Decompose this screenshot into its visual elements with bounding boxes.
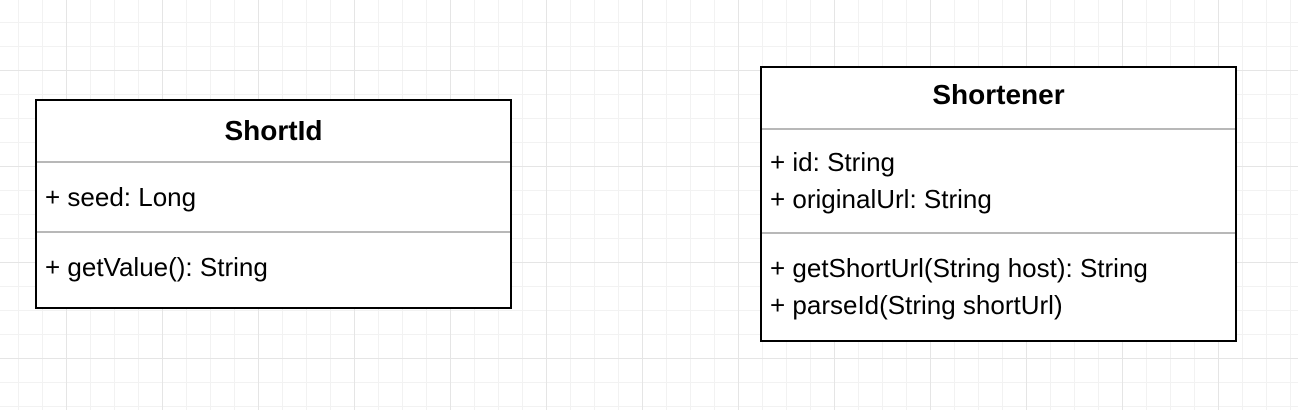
attribute-id: + id: String bbox=[770, 147, 896, 177]
method-get-value: + getValue(): String bbox=[45, 252, 268, 282]
attribute-original-url: + originalUrl: String bbox=[770, 184, 992, 214]
class-name-shortener: Shortener bbox=[762, 68, 1235, 130]
class-name-shortid: ShortId bbox=[37, 101, 510, 163]
class-box-shortid[interactable]: ShortId + seed: Long + getValue(): Strin… bbox=[35, 99, 512, 309]
method-parse-id: + parseId(String shortUrl) bbox=[770, 290, 1063, 320]
class-box-shortener[interactable]: Shortener + id: String + originalUrl: St… bbox=[760, 66, 1237, 342]
methods-section-shortener: + getShortUrl(String host): String + par… bbox=[762, 234, 1235, 324]
attributes-section-shortid: + seed: Long bbox=[37, 163, 510, 233]
attribute-seed: + seed: Long bbox=[45, 182, 197, 212]
attributes-section-shortener: + id: String + originalUrl: String bbox=[762, 130, 1235, 234]
methods-section-shortid: + getValue(): String bbox=[37, 233, 510, 286]
method-get-short-url: + getShortUrl(String host): String bbox=[770, 253, 1148, 283]
